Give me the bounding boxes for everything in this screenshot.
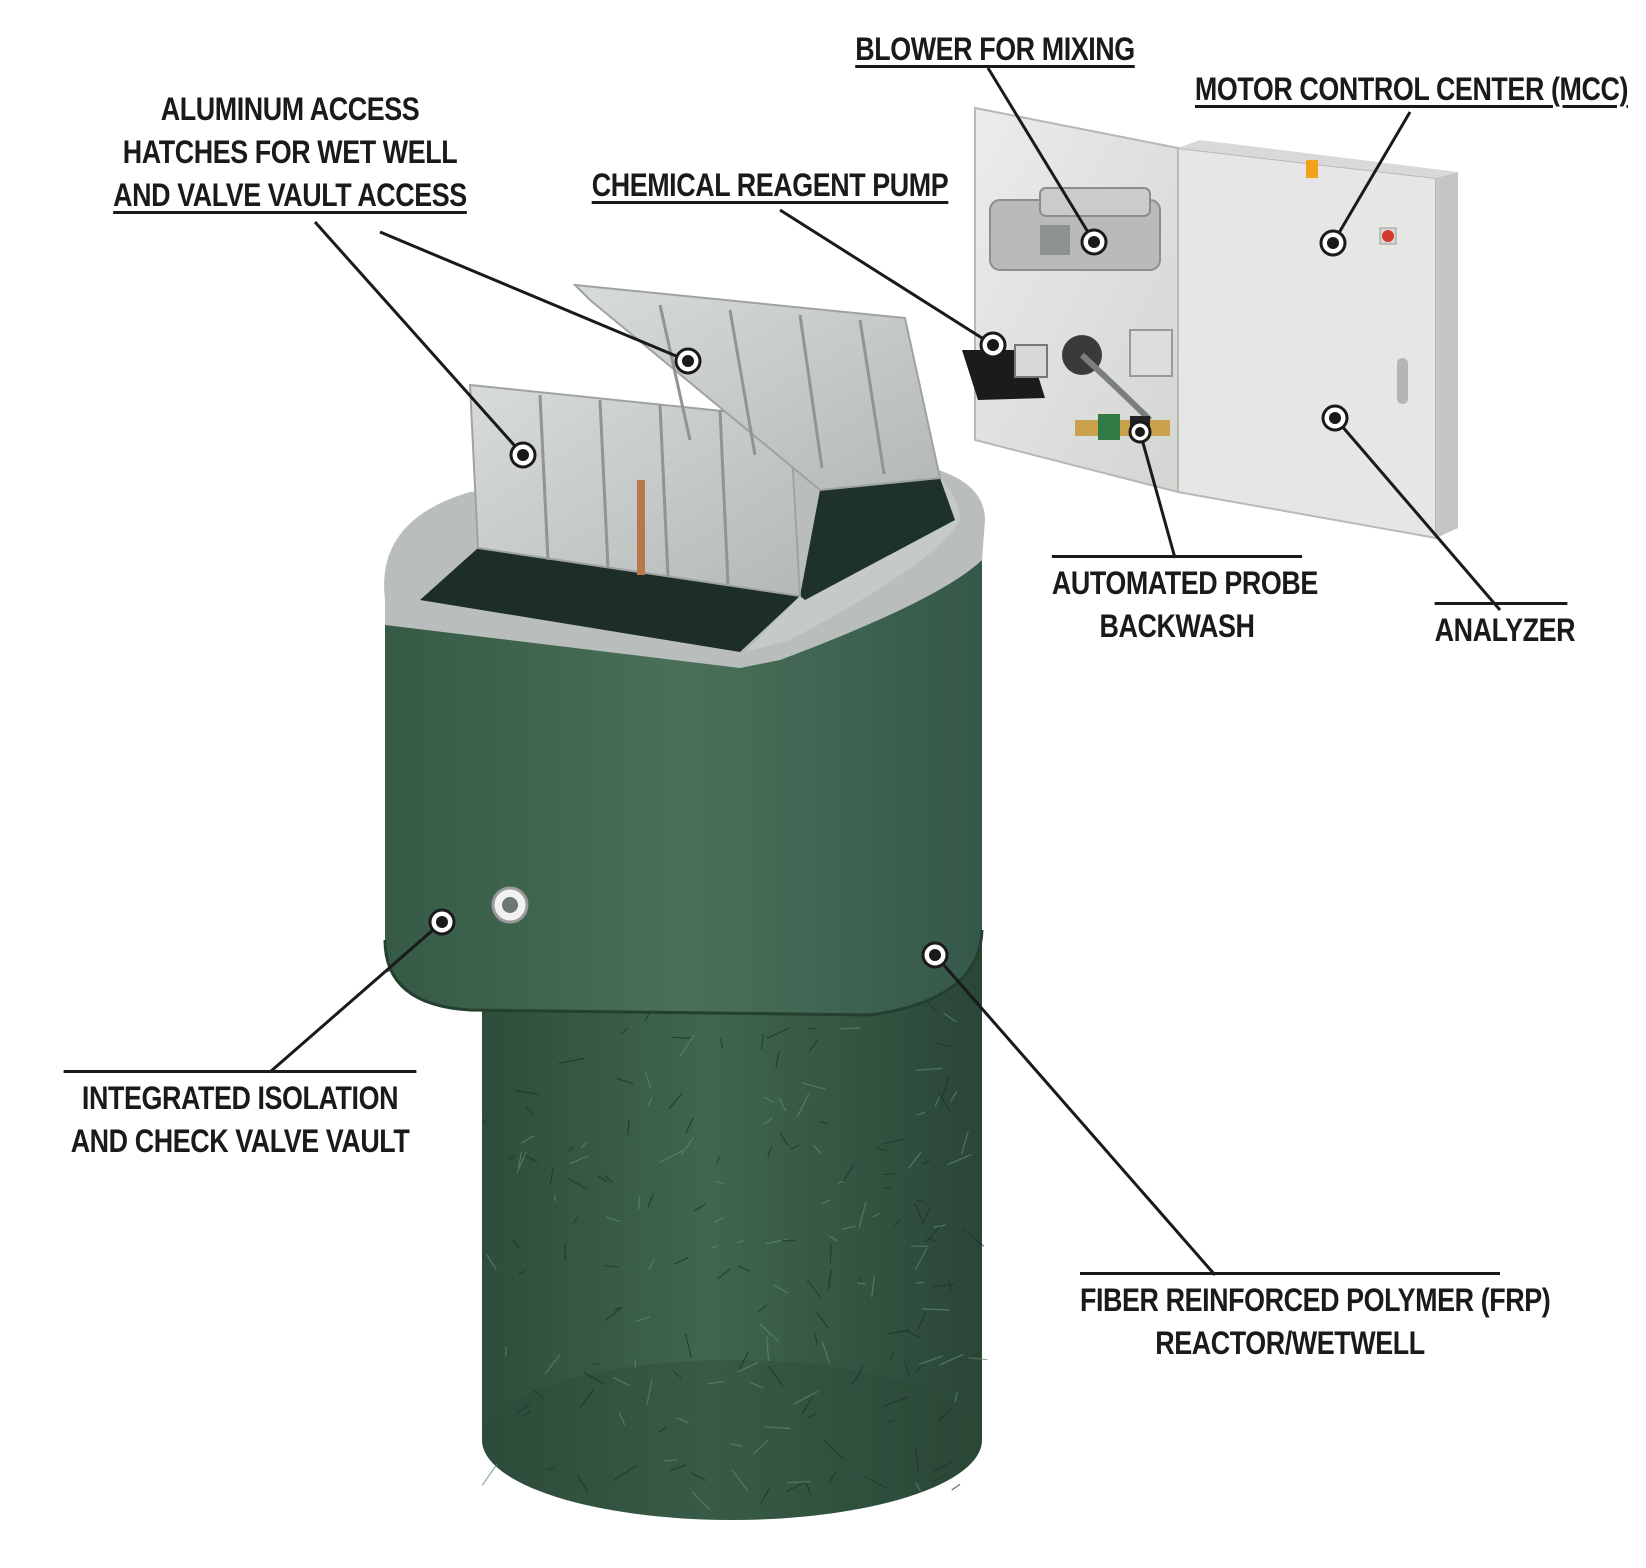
dot-analyzer [1321,404,1349,432]
label-reagent-pump: CHEMICAL REAGENT PUMP [591,167,949,203]
label-aluminum-hatches-line2: HATCHES FOR WET WELL [122,134,458,170]
leader-hatch-front [313,221,525,456]
label-aluminum-hatches-line3: AND VALVE VAULT ACCESS [113,177,467,213]
label-aluminum-hatches: ALUMINUM ACCESS HATCHES FOR WET WELL AND… [97,88,483,217]
label-mcc: MOTOR CONTROL CENTER (MCC) [1194,71,1628,107]
dot-reagent-pump [979,331,1007,359]
dot-hatch-front [509,441,537,469]
leader-hatch-rear [379,230,689,363]
label-probe-backwash: AUTOMATED PROBE BACKWASH [1051,555,1318,648]
label-aluminum-hatches-line1: ALUMINUM ACCESS [160,91,420,127]
dot-hatch-rear [674,347,702,375]
leader-reagent-pump [779,208,994,347]
mcc-cabinet [1177,140,1458,540]
label-valve-vault: INTEGRATED ISOLATION AND CHECK VALVE VAU… [63,1070,417,1163]
callout-dots [428,228,1349,969]
dot-probe-backwash [1128,420,1152,444]
leader-frp [933,954,1217,1276]
dot-blower [1080,228,1108,256]
leader-probe-backwash [1138,431,1177,559]
valve-vault [383,560,984,1017]
leader-blower [986,67,1096,243]
leader-analyzer [1333,417,1502,611]
label-analyzer: ANALYZER [1434,602,1576,652]
leader-mcc [1331,111,1412,244]
label-valve-vault-line2: AND CHECK VALVE VAULT [70,1123,410,1159]
leader-lines [269,67,1502,1276]
blower-unit [989,187,1161,271]
control-panel [962,106,1458,540]
hatch-lid-rear [572,283,942,492]
label-valve-vault-line1: INTEGRATED ISOLATION [81,1080,399,1116]
dot-frp [921,941,949,969]
dot-valve-vault [428,908,456,936]
dot-mcc [1319,229,1347,257]
vault-port [491,886,529,924]
label-probe-backwash-line2: BACKWASH [1099,608,1255,644]
leader-valve-vault [269,920,443,1074]
label-frp-reactor-line1: FIBER REINFORCED POLYMER (FRP) [1080,1282,1551,1318]
label-blower: BLOWER FOR MIXING [855,31,1135,67]
label-frp-reactor-line2: REACTOR/WETWELL [1155,1325,1425,1361]
label-frp-reactor: FIBER REINFORCED POLYMER (FRP) REACTOR/W… [1080,1272,1551,1365]
label-probe-backwash-line1: AUTOMATED PROBE [1051,565,1318,601]
